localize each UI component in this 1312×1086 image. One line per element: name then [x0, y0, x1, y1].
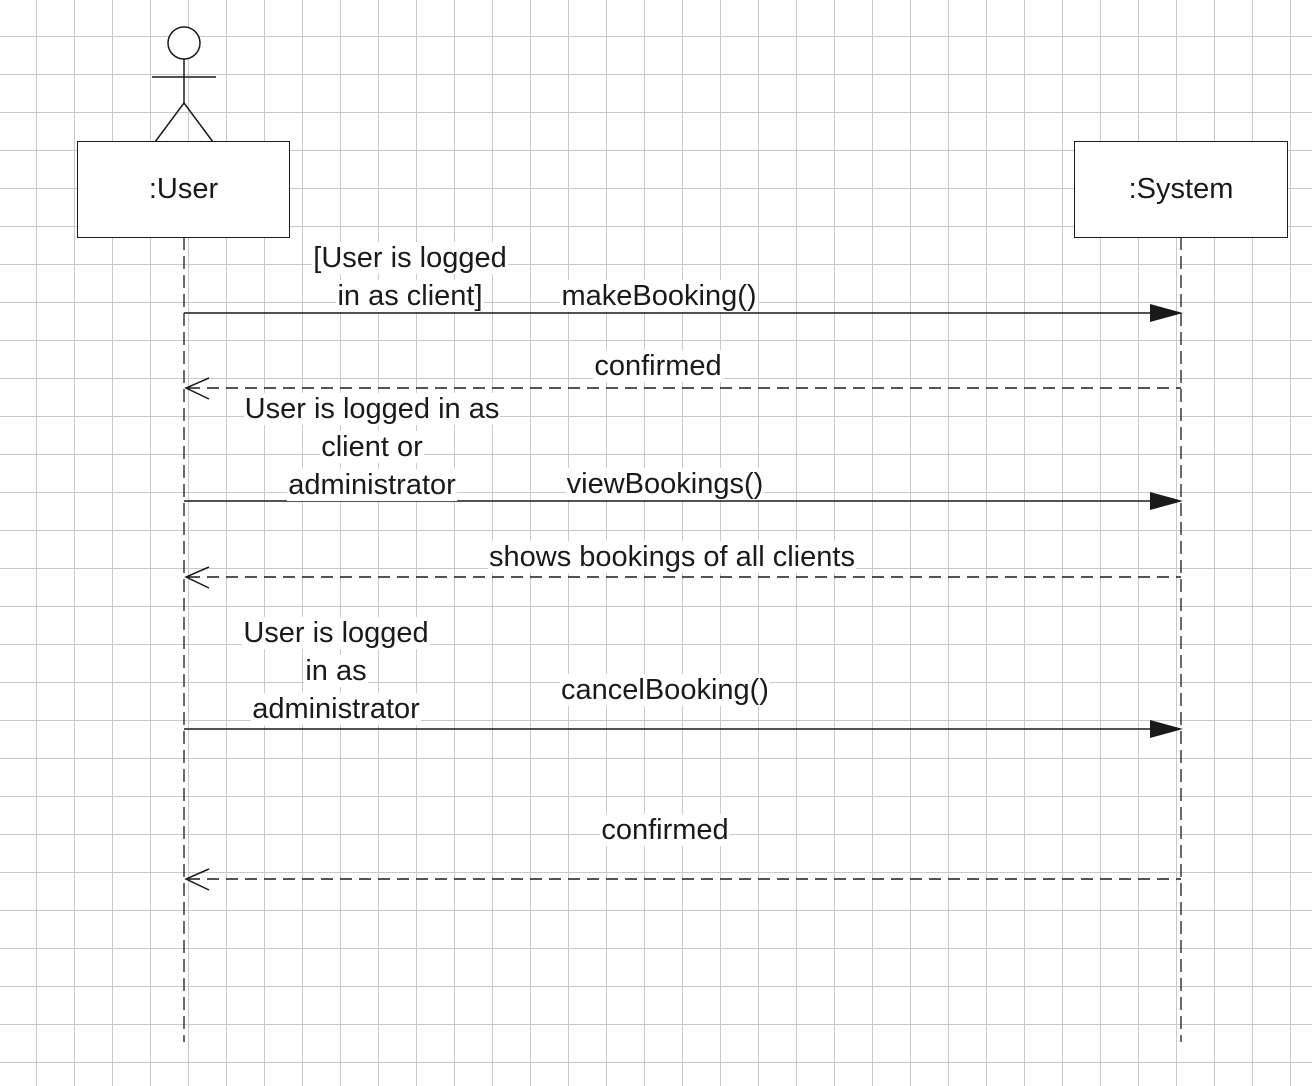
guard-condition-cancel-booking: User is logged in as administrator: [242, 617, 430, 725]
message-label-make-booking: makeBooking(): [560, 280, 758, 312]
message-label-cancel-booking: cancelBooking(): [560, 674, 770, 706]
message-label-view-bookings: viewBookings(): [565, 468, 765, 500]
system-lifeline-name: :System: [1128, 173, 1234, 205]
return-label-confirmed-2: confirmed: [600, 814, 730, 846]
message-arrow-make-booking: [184, 304, 1183, 322]
system-lifeline-box: :System: [1074, 141, 1288, 238]
return-label-shows-bookings: shows bookings of all clients: [488, 541, 856, 573]
return-arrow-confirmed-2: [184, 868, 1181, 891]
user-lifeline-name: :User: [148, 173, 219, 205]
message-arrow-cancel-booking: [184, 720, 1183, 738]
actor-stick-figure-icon: [151, 26, 217, 147]
user-lifeline-box: :User: [77, 141, 290, 238]
return-label-confirmed-1: confirmed: [593, 350, 723, 382]
message-arrow-view-bookings: [184, 492, 1183, 510]
guard-condition-make-booking: [User is logged in as client]: [312, 242, 508, 312]
return-arrow-confirmed-1: [184, 377, 1181, 400]
guard-condition-view-bookings: User is logged in as client or administr…: [243, 393, 501, 501]
return-arrow-shows-bookings: [184, 566, 1181, 589]
